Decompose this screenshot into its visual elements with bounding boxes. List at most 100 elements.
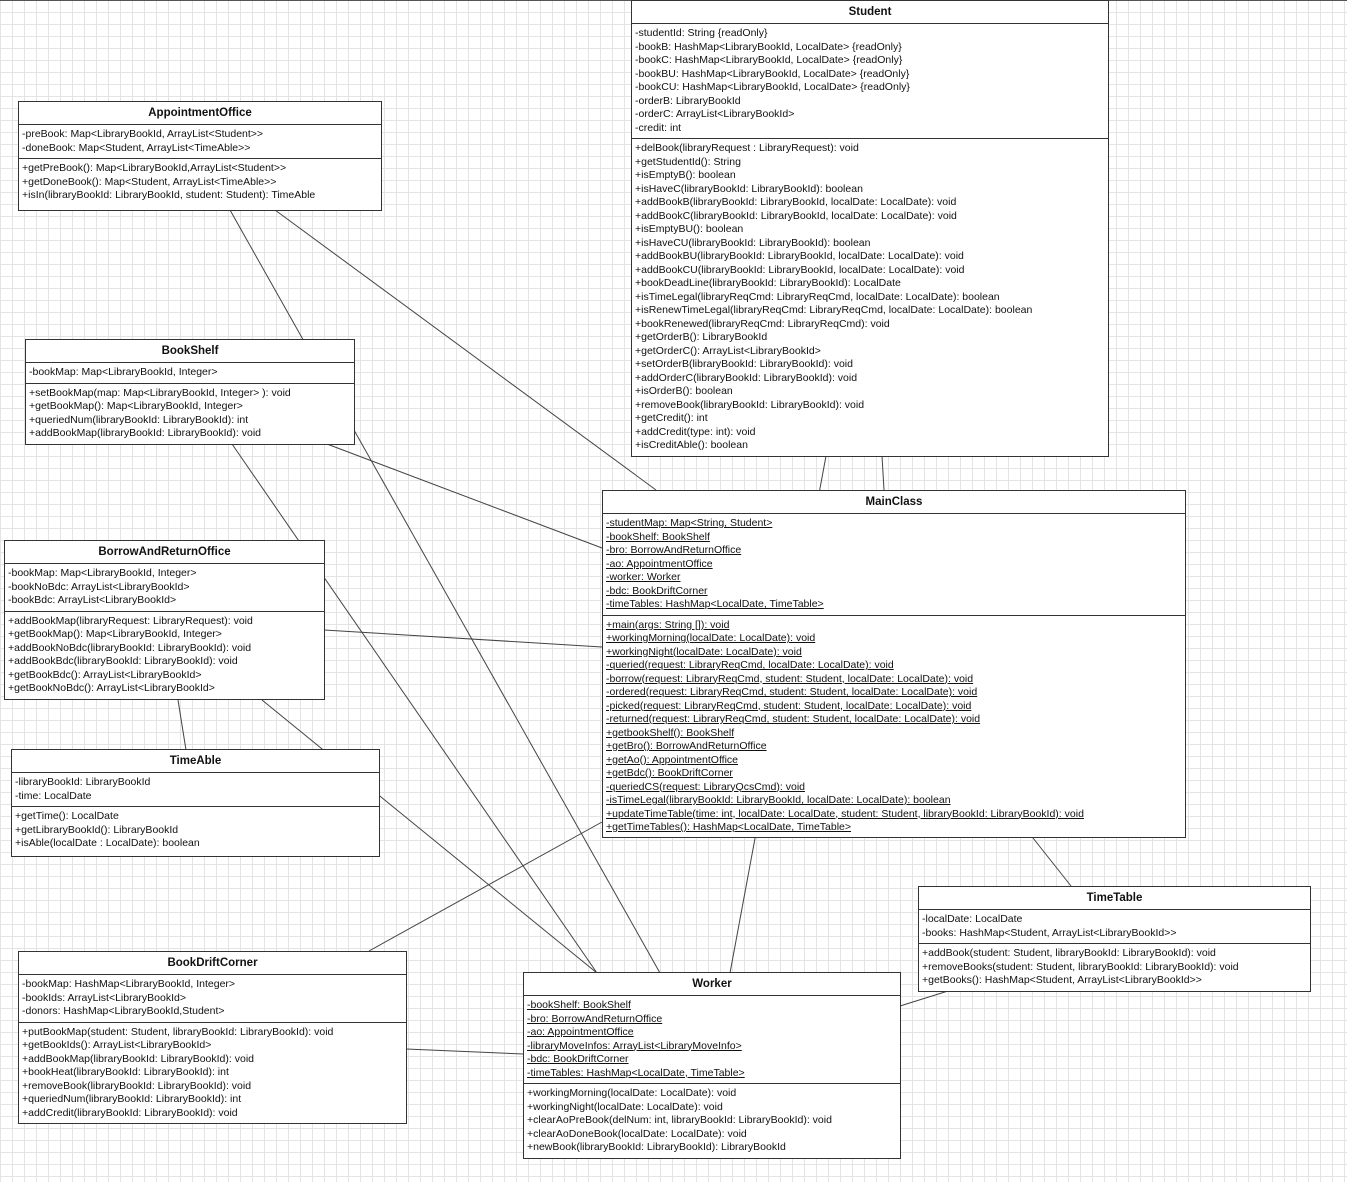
attribute-row: -bookCU: HashMap<LibraryBookId, LocalDat…	[635, 81, 910, 93]
association-line[interactable]	[881, 455, 885, 491]
methods-section: +setBookMap(map: Map<LibraryBookId, Inte…	[26, 382, 354, 444]
method-row: +removeBook(libraryBookId: LibraryBookId…	[22, 1079, 252, 1092]
attributes-section: -studentMap: Map<String, Student>-bookSh…	[603, 514, 1185, 615]
association-line[interactable]	[177, 699, 187, 751]
method-row: +addBookBdc(libraryBookId: LibraryBookId…	[8, 655, 238, 667]
attributes-section: -bookMap: Map<LibraryBookId, Integer>	[26, 363, 354, 383]
association-line[interactable]	[231, 443, 598, 974]
attributes-section: -libraryBookId: LibraryBookId-time: Loca…	[12, 773, 379, 806]
attribute-row: -bookShelf: BookShelf	[606, 530, 710, 543]
association-line[interactable]	[229, 209, 661, 974]
method-row: -picked(request: LibraryReqCmd, student:…	[606, 699, 972, 712]
methods-section: +workingMorning(localDate: LocalDate): v…	[524, 1083, 900, 1158]
method-row: +workingMorning(localDate: LocalDate): v…	[527, 1087, 737, 1099]
class-time-table[interactable]: TimeTable -localDate: LocalDate-books: H…	[918, 886, 1311, 992]
methods-section: +addBook(student: Student, libraryBookId…	[919, 943, 1310, 991]
method-row: +getTimeTables(): HashMap<LocalDate, Tim…	[606, 821, 852, 833]
method-row: +bookRenewed(libraryReqCmd: LibraryReqCm…	[635, 317, 890, 330]
attribute-row: -bdc: BookDriftCorner	[527, 1053, 629, 1065]
class-name: TimeTable	[919, 887, 1310, 910]
class-borrow-and-return-office[interactable]: BorrowAndReturnOffice -bookMap: Map<Libr…	[4, 540, 325, 700]
method-row: +getBro(): BorrowAndReturnOffice	[606, 740, 767, 752]
class-name: MainClass	[603, 491, 1185, 514]
method-row: +removeBook(libraryBookId: LibraryBookId…	[635, 398, 865, 411]
class-student[interactable]: Student -studentId: String {readOnly}-bo…	[631, 0, 1109, 457]
method-row: +isEmptyB(): boolean	[635, 169, 736, 181]
method-row: -ordered(request: LibraryReqCmd, student…	[606, 686, 978, 698]
attribute-row: -timeTables: HashMap<LocalDate, TimeTabl…	[606, 598, 824, 610]
association-line[interactable]	[326, 443, 603, 549]
class-worker[interactable]: Worker -bookShelf: BookShelf-bro: Borrow…	[523, 972, 901, 1159]
association-line[interactable]	[899, 990, 949, 1007]
association-line[interactable]	[261, 699, 598, 974]
class-appointment-office[interactable]: AppointmentOffice -preBook: Map<LibraryB…	[18, 101, 382, 211]
association-line[interactable]	[1032, 837, 1072, 887]
attributes-section: -bookMap: HashMap<LibraryBookId, Integer…	[19, 975, 406, 1022]
class-name: TimeAble	[12, 750, 379, 773]
attribute-row: -orderC: ArrayList<LibraryBookId>	[635, 108, 795, 120]
attribute-row: -credit: int	[635, 121, 682, 134]
methods-section: +addBookMap(libraryRequest: LibraryReque…	[5, 610, 324, 699]
attribute-row: -studentId: String {readOnly}	[635, 27, 768, 39]
method-row: +bookHeat(libraryBookId: LibraryBookId):…	[22, 1066, 229, 1078]
class-book-shelf[interactable]: BookShelf -bookMap: Map<LibraryBookId, I…	[25, 339, 355, 445]
method-row: +isHaveCU(libraryBookId: LibraryBookId):…	[635, 236, 871, 249]
class-name: BorrowAndReturnOffice	[5, 541, 324, 564]
attribute-row: -orderB: LibraryBookId	[635, 94, 741, 107]
attribute-row: -libraryBookId: LibraryBookId	[15, 776, 151, 788]
method-row: +addBookMap(libraryRequest: LibraryReque…	[8, 614, 253, 627]
class-main-class[interactable]: MainClass -studentMap: Map<String, Stude…	[602, 490, 1186, 838]
method-row: +addOrderC(libraryBookId: LibraryBookId)…	[635, 371, 858, 384]
attribute-row: -books: HashMap<Student, ArrayList<Libra…	[922, 926, 1177, 939]
method-row: +workingMorning(localDate: LocalDate): v…	[606, 632, 816, 644]
method-row: +getBookNoBdc(): ArrayList<LibraryBookId…	[8, 682, 215, 694]
method-row: -isTimeLegal(libraryBookId: LibraryBookI…	[606, 794, 951, 806]
class-book-drift-corner[interactable]: BookDriftCorner -bookMap: HashMap<Librar…	[18, 951, 407, 1124]
association-line[interactable]	[368, 821, 603, 952]
class-time-able[interactable]: TimeAble -libraryBookId: LibraryBookId-t…	[11, 749, 380, 857]
attribute-row: -bookMap: Map<LibraryBookId, Integer>	[8, 567, 197, 579]
association-line[interactable]	[323, 629, 603, 648]
method-row: -returned(request: LibraryReqCmd, studen…	[606, 713, 981, 725]
attribute-row: -bookB: HashMap<LibraryBookId, LocalDate…	[635, 40, 902, 53]
method-row: +getBookMap(): Map<LibraryBookId, Intege…	[8, 628, 222, 640]
method-row: +getBookMap(): Map<LibraryBookId, Intege…	[29, 400, 243, 412]
class-name: AppointmentOffice	[19, 102, 381, 125]
association-line[interactable]	[274, 209, 657, 491]
association-line[interactable]	[405, 1048, 524, 1055]
method-row: +getBookBdc(): ArrayList<LibraryBookId>	[8, 668, 202, 681]
method-row: +isRenewTimeLegal(libraryReqCmd: Library…	[635, 304, 1033, 316]
attribute-row: -localDate: LocalDate	[922, 913, 1023, 925]
method-row: +getBooks(): HashMap<Student, ArrayList<…	[922, 974, 1202, 986]
method-row: +addBookC(libraryBookId: LibraryBookId, …	[635, 209, 957, 222]
method-row: +getBookIds(): ArrayList<LibraryBookId>	[22, 1039, 212, 1051]
method-row: +addBookNoBdc(libraryBookId: LibraryBook…	[8, 641, 252, 654]
attribute-row: -timeTables: HashMap<LocalDate, TimeTabl…	[527, 1066, 745, 1079]
attributes-section: -bookMap: Map<LibraryBookId, Integer>-bo…	[5, 564, 324, 611]
method-row: +isCreditAble(): boolean	[635, 439, 748, 451]
method-row: +addBookBU(libraryBookId: LibraryBookId,…	[635, 250, 964, 262]
attribute-row: -bdc: BookDriftCorner	[606, 584, 708, 597]
attribute-row: -time: LocalDate	[15, 789, 92, 802]
method-row: +getPreBook(): Map<LibraryBookId,ArrayLi…	[22, 162, 287, 174]
attribute-row: -preBook: Map<LibraryBookId, ArrayList<S…	[22, 128, 264, 140]
method-row: +clearAoDoneBook(localDate: LocalDate): …	[527, 1127, 747, 1140]
attribute-row: -bookBU: HashMap<LibraryBookId, LocalDat…	[635, 67, 910, 80]
method-row: +isEmptyBU(): boolean	[635, 223, 744, 235]
method-row: +getCredit(): int	[635, 412, 708, 424]
method-row: -queried(request: LibraryReqCmd, localDa…	[606, 659, 894, 671]
attributes-section: -bookShelf: BookShelf-bro: BorrowAndRetu…	[524, 996, 900, 1083]
attribute-row: -libraryMoveInfos: ArrayList<LibraryMove…	[527, 1039, 742, 1052]
attribute-row: -bookShelf: BookShelf	[527, 999, 631, 1011]
method-row: +putBookMap(student: Student, libraryBoo…	[22, 1025, 334, 1038]
method-row: -queriedCS(request: LibraryQcsCmd): void	[606, 780, 805, 793]
attributes-section: -localDate: LocalDate-books: HashMap<Stu…	[919, 910, 1310, 943]
attribute-row: -bookNoBdc: ArrayList<LibraryBookId>	[8, 580, 190, 593]
method-row: +isOrderB(): boolean	[635, 385, 733, 397]
class-name: Student	[632, 1, 1108, 24]
method-row: +getStudentId(): String	[635, 155, 741, 168]
method-row: +isAble(localDate : LocalDate): boolean	[15, 837, 200, 849]
method-row: +getOrderB(): LibraryBookId	[635, 331, 768, 343]
method-row: +getbookShelf(): BookShelf	[606, 726, 735, 739]
attribute-row: -bookBdc: ArrayList<LibraryBookId>	[8, 594, 177, 606]
